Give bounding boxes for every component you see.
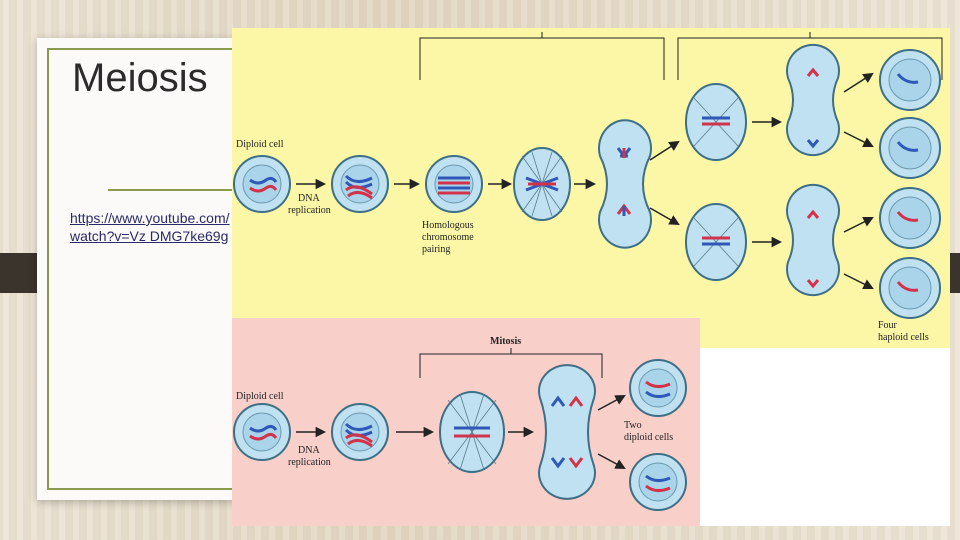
slide-title: Meiosis <box>72 56 208 100</box>
homologous-label-1: Homologous <box>422 220 474 231</box>
arrow <box>843 273 874 289</box>
arrow <box>597 395 626 411</box>
meiosis-bracket-2 <box>677 32 943 80</box>
mitosis-cell-replicated <box>331 403 389 461</box>
homologous-label-2: chromosome <box>422 232 474 243</box>
mitosis-dna-label-1: DNA <box>298 445 320 456</box>
arrow <box>843 217 874 233</box>
haploid-cell <box>879 49 941 111</box>
meiosis-cell-dividing-bottom <box>786 183 840 297</box>
haploid-cell <box>879 257 941 319</box>
arrow <box>649 140 680 161</box>
white-corner <box>700 348 950 526</box>
meiosis-bracket-1 <box>419 32 665 80</box>
meiosis-cell-pairing <box>425 155 483 213</box>
mitosis-cell-diploid <box>233 403 291 461</box>
daughter-diploid-cell <box>629 453 687 511</box>
arrow <box>843 131 874 147</box>
meiosis-diploid-label: Diploid cell <box>236 139 284 150</box>
meiosis-dna-label-2: replication <box>288 205 331 216</box>
meiosis-cell-meiosis2-top <box>685 83 747 161</box>
homologous-label-3: pairing <box>422 244 450 255</box>
cell-division-diagram: Diploid cell DNA replication Homologous … <box>232 28 950 526</box>
arrow <box>597 453 626 469</box>
mitosis-heading: Mitosis <box>490 336 521 347</box>
mitosis-cell-dividing <box>538 364 596 500</box>
four-haploid-label-1: Four <box>878 320 898 331</box>
four-haploid-label-2: haploid cells <box>878 332 929 343</box>
arrow <box>843 72 874 93</box>
title-divider <box>108 189 238 191</box>
meiosis-cell-dividing-top <box>786 43 840 157</box>
mitosis-cell-spindle <box>439 391 505 473</box>
meiosis-dna-label-1: DNA <box>298 193 320 204</box>
mitosis-dna-label-2: replication <box>288 457 331 468</box>
meiosis-cell-diploid <box>233 155 291 213</box>
meiosis-cell-spindle <box>513 147 571 221</box>
video-link[interactable]: https://www.youtube.com/watch?v=Vz DMG7k… <box>70 210 230 244</box>
two-diploid-label-2: diploid cells <box>624 432 673 443</box>
haploid-cell <box>879 187 941 249</box>
daughter-diploid-cell <box>629 359 687 417</box>
mitosis-bracket <box>419 348 603 378</box>
two-diploid-label-1: Two <box>624 420 642 431</box>
mitosis-diploid-label: Diploid cell <box>236 391 284 402</box>
meiosis-cell-dividing <box>598 119 652 249</box>
haploid-cell <box>879 117 941 179</box>
meiosis-cell-replicated <box>331 155 389 213</box>
meiosis-cell-meiosis2-bottom <box>685 203 747 281</box>
arrow <box>649 207 680 226</box>
